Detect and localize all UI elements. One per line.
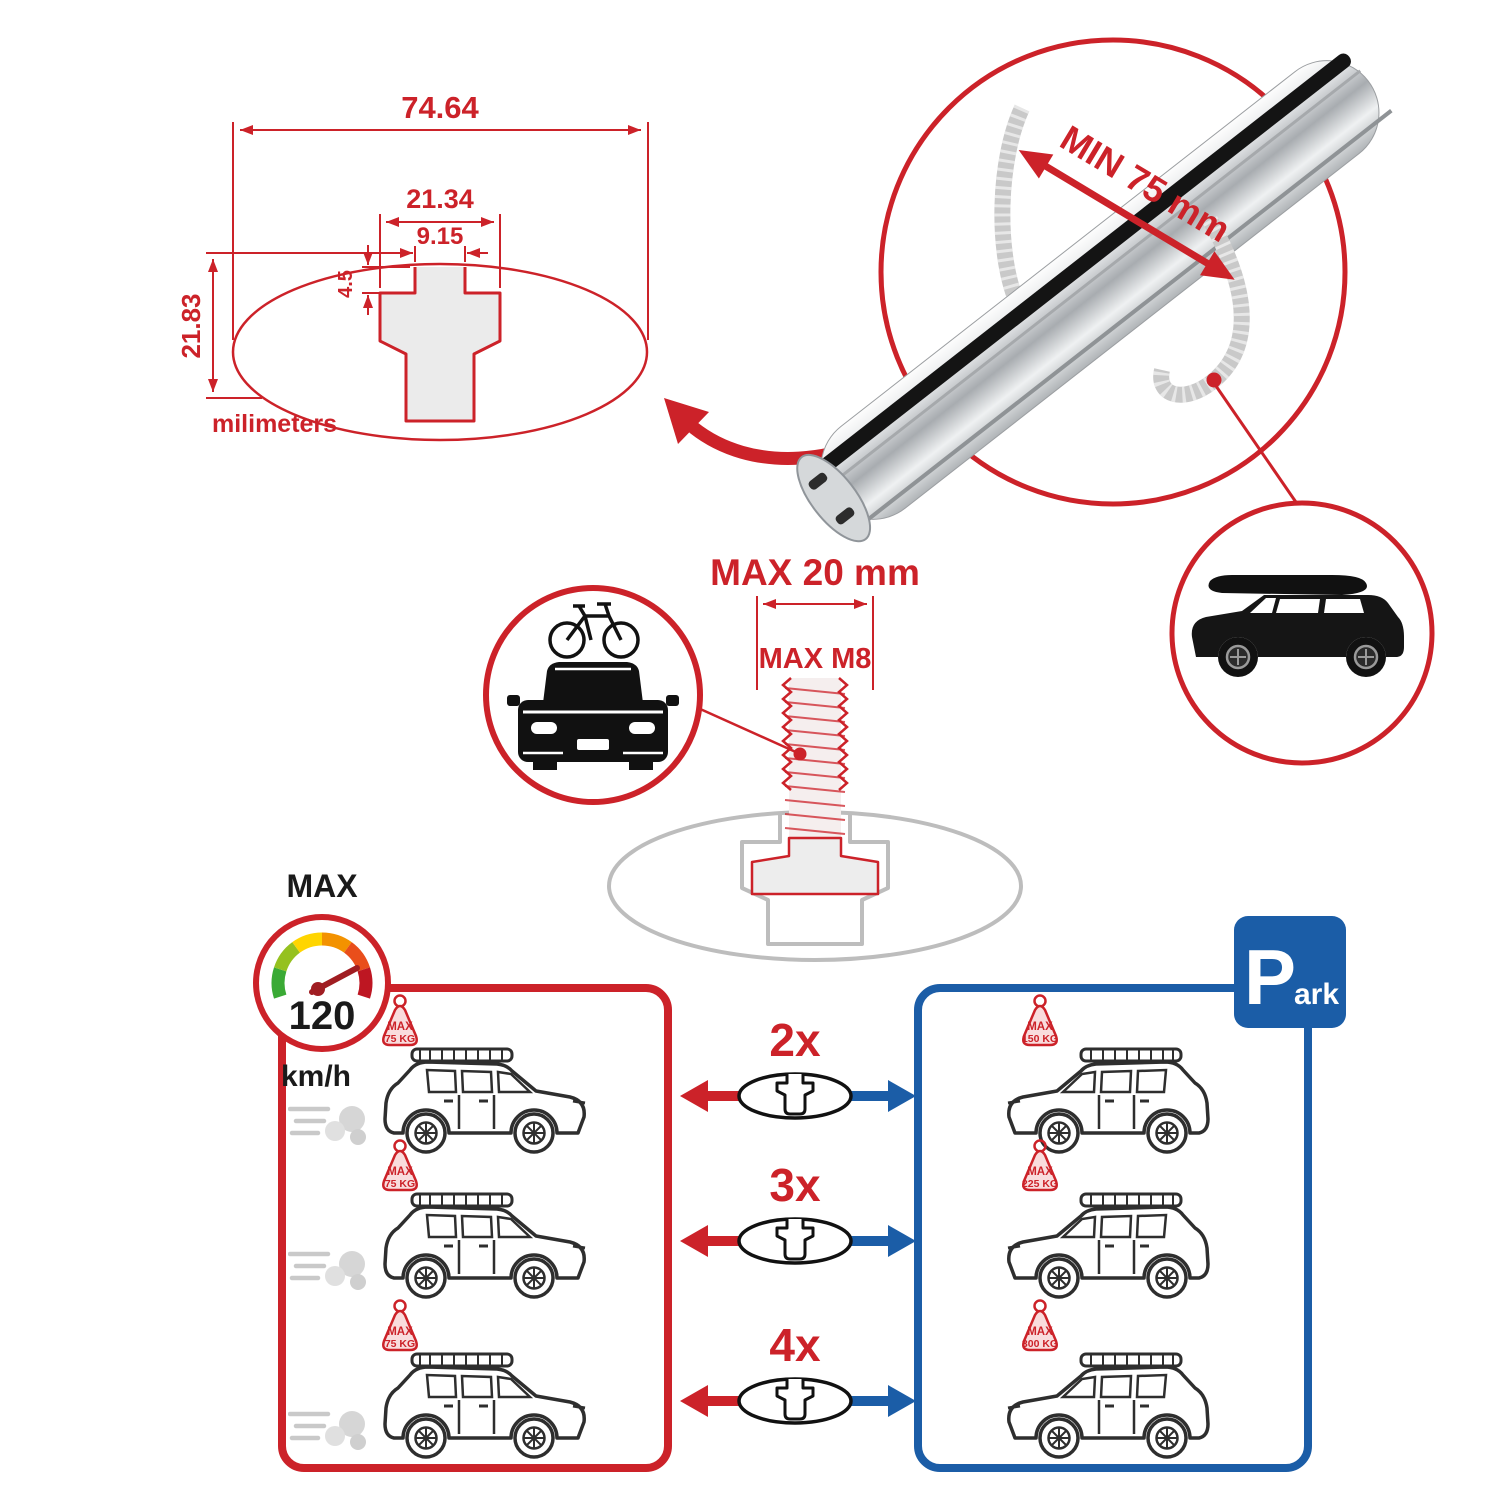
speed-value: 120 (289, 994, 356, 1038)
badge-max-label: MAX (387, 1021, 413, 1033)
bar-count-label: 3x (769, 1159, 821, 1211)
bolt-point-dot (793, 747, 807, 761)
leader-line-bolt (697, 706, 799, 755)
units-label: milimeters (212, 410, 337, 438)
badge-weight-label: 300 KG (1022, 1338, 1058, 1350)
ghost-t-slot (740, 814, 890, 946)
leader-line-car-circle (1214, 385, 1302, 509)
crossbar-detail-circle: MIN 75 mm (796, 37, 1393, 543)
strap-point-dot (1206, 372, 1222, 388)
badge-max-label: MAX (1027, 1021, 1053, 1033)
t-bolt-icon (750, 677, 880, 896)
bike-icon (548, 602, 640, 659)
dim-total-width: 74.64 (401, 90, 479, 125)
parking-sign-suffix: ark (1294, 978, 1339, 1011)
roofbox-car-circle (1169, 500, 1435, 766)
badge-weight-label: 225 KG (1022, 1178, 1058, 1190)
car-front-icon (507, 662, 679, 770)
crossbar-profile-icon (737, 1377, 853, 1425)
speed-max-label: MAX (286, 868, 358, 904)
badge-max-label: MAX (1027, 1326, 1053, 1338)
badge-weight-label: 75 KG (385, 1033, 415, 1045)
speed-units: km/h (281, 1060, 351, 1093)
badge-weight-label: 75 KG (385, 1178, 415, 1190)
badge-weight-label: 150 KG (1022, 1033, 1058, 1045)
max-thread-label: MAX M8 (759, 643, 872, 675)
bar-count-rows: 2x 3x 4x (680, 1014, 916, 1425)
crossbar-profile-icon (737, 1217, 853, 1265)
speedometer: MAX 120 km/h (253, 868, 391, 1093)
parking-sign: P ark (1234, 916, 1346, 1028)
red-driving-panel: MAX 75 KG MAX 75 KG MAX 75 KG (278, 984, 672, 1472)
dim-slot-width: 9.15 (417, 223, 464, 250)
badge-max-label: MAX (387, 1166, 413, 1178)
blue-parking-panel: MAX 150 KG MAX 225 KG MAX 300 KG P ark (914, 916, 1346, 1472)
crossbar-profile-icon (737, 1072, 853, 1120)
max-width-label: MAX 20 mm (710, 552, 920, 593)
aluminium-crossbar (796, 53, 1393, 543)
bike-car-circle (483, 585, 703, 805)
dim-total-height: 21.83 (176, 293, 206, 358)
badge-max-label: MAX (1027, 1166, 1053, 1178)
bar-count-label: 4x (769, 1319, 821, 1371)
profile-cross-section-drawing: 74.64 21.34 9.15 4.5 21.83 milimeters (176, 90, 649, 442)
parking-sign-letter: P (1244, 933, 1296, 1021)
bolt-diagram: MAX 20 mm MAX M8 (607, 552, 1023, 962)
dim-channel-width: 21.34 (406, 184, 474, 214)
roofbox-car-icon (1191, 575, 1404, 677)
badge-max-label: MAX (387, 1326, 413, 1338)
badge-weight-label: 75 KG (385, 1338, 415, 1350)
dim-lip-depth: 4.5 (335, 270, 357, 298)
bar-count-label: 2x (769, 1014, 821, 1066)
